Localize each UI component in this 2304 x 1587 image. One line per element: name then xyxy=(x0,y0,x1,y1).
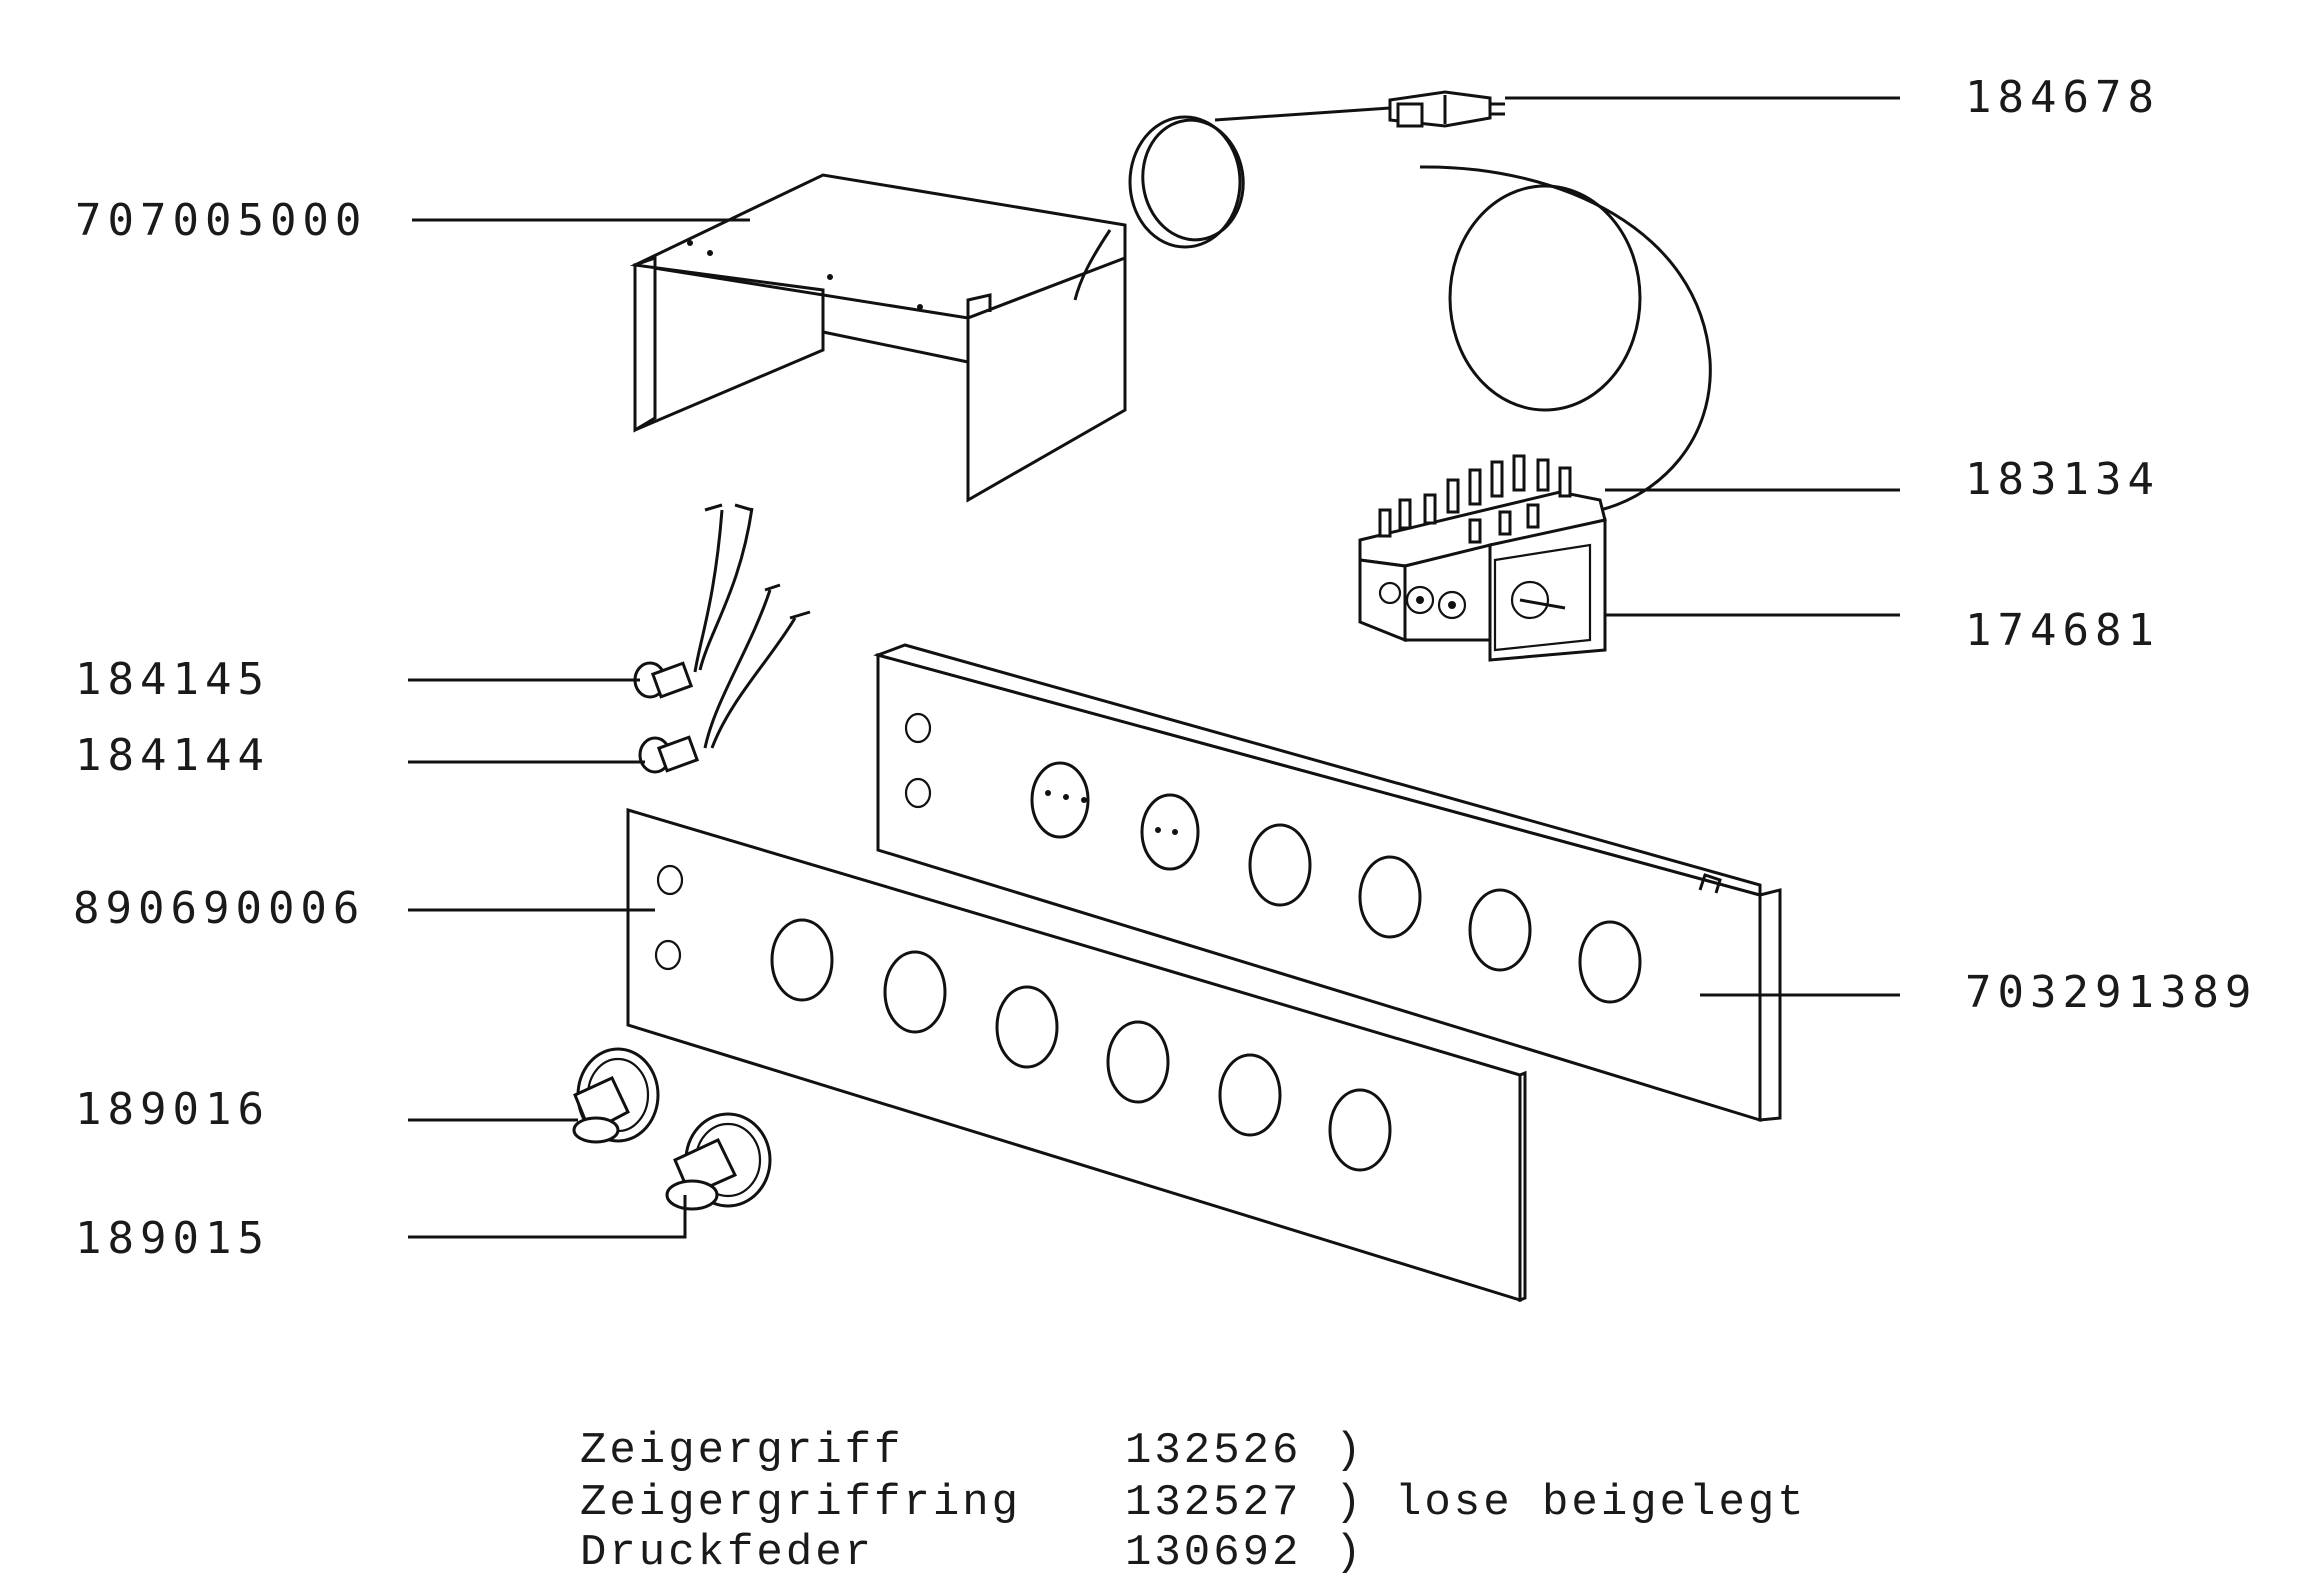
note-bracket: ) xyxy=(1335,1528,1364,1578)
note-remark: lose beigelegt xyxy=(1395,1478,1807,1528)
rear-panel xyxy=(873,643,1782,1123)
note-bracket: ) xyxy=(1335,1426,1364,1476)
label-184678: 184678 xyxy=(1965,72,2160,123)
cover-hood xyxy=(630,173,1127,503)
note-row: Druckfeder 130692 ) xyxy=(580,1528,1364,1578)
note-row: Zeigergriffring 132527 ) lose beigelegt xyxy=(580,1478,1807,1528)
label-174681: 174681 xyxy=(1965,605,2160,656)
part-number-labels: 184678 707005000 183134 174681 184145 18… xyxy=(73,72,2257,1264)
capillary-sensor xyxy=(1073,90,1505,301)
note-number: 132527 xyxy=(1125,1478,1301,1528)
label-189016: 189016 xyxy=(75,1084,270,1135)
label-189015: 189015 xyxy=(75,1213,270,1264)
note-row: Zeigergriff 132526 ) xyxy=(580,1426,1364,1476)
note-name: Druckfeder xyxy=(580,1528,874,1578)
label-183134: 183134 xyxy=(1965,454,2160,505)
switch-thermostat-assembly xyxy=(1358,454,1607,662)
note-number: 130692 xyxy=(1125,1528,1301,1578)
label-890690006: 890690006 xyxy=(73,883,365,934)
label-184145: 184145 xyxy=(75,654,270,705)
leader-lines xyxy=(408,96,1900,1239)
note-name: Zeigergriffring xyxy=(580,1478,1021,1528)
switch-terminals xyxy=(1378,454,1572,544)
notes-block: Zeigergriff 132526 ) Zeigergriffring 132… xyxy=(580,1426,1807,1578)
label-184144: 184144 xyxy=(75,730,270,781)
control-knobs xyxy=(572,1047,772,1211)
note-bracket: ) xyxy=(1335,1478,1364,1528)
note-name: Zeigergriff xyxy=(580,1426,903,1476)
label-707005000: 707005000 xyxy=(75,195,367,246)
capillary-loop xyxy=(1419,165,1712,512)
pilot-lamps xyxy=(633,503,811,774)
note-number: 132526 xyxy=(1125,1426,1301,1476)
front-panel xyxy=(626,807,1527,1303)
label-703291389: 703291389 xyxy=(1965,967,2257,1018)
